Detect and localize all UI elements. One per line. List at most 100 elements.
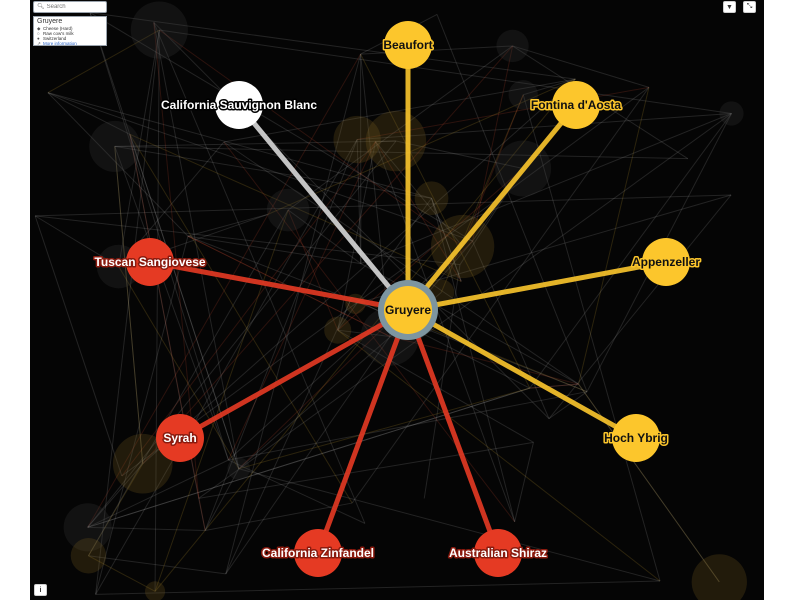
background-node	[112, 433, 173, 494]
background-edge	[514, 442, 534, 522]
node-label: Tuscan Sangiovese	[94, 255, 205, 269]
background-edge	[187, 214, 268, 237]
node-info-panel: Gruyere ◆ Cheese (Hard) ○ Raw cow's milk…	[33, 16, 107, 46]
node-label: California Sauvignon Blanc	[161, 98, 317, 112]
node-label: Beaufort	[383, 38, 432, 52]
node-california-zinfandel[interactable]: California Zinfandel	[260, 529, 376, 577]
info-row-text[interactable]: More information	[43, 41, 77, 46]
background-edge	[89, 12, 229, 461]
background-edge	[88, 209, 289, 556]
background-edge	[47, 29, 160, 94]
background-edge	[375, 141, 464, 247]
edge-hoch-ybrig	[406, 307, 638, 441]
node-circle[interactable]	[126, 238, 174, 286]
background-edge	[375, 140, 396, 143]
background-node	[324, 316, 352, 344]
info-row-category: ◆ Cheese (Hard)	[37, 26, 103, 31]
background-edge	[87, 387, 530, 528]
background-edge	[154, 30, 160, 592]
background-edge	[337, 297, 353, 331]
node-gruyere[interactable]: Gruyere	[378, 280, 438, 340]
background-node	[266, 188, 310, 232]
edge-california-zinfandel	[315, 309, 411, 554]
background-edge	[198, 441, 534, 499]
node-hoch-ybrig[interactable]: Hoch Ybrig	[603, 414, 669, 462]
node-syrah[interactable]: Syrah	[156, 414, 204, 462]
node-circle[interactable]	[384, 21, 432, 69]
location-icon: ●	[37, 36, 40, 41]
background-edge	[88, 555, 226, 575]
background-edge	[287, 209, 362, 264]
info-row-milk: ○ Raw cow's milk	[37, 31, 103, 36]
background-edge	[87, 526, 206, 531]
background-edge	[238, 468, 661, 582]
background-edge	[360, 53, 531, 389]
background-edge	[89, 12, 240, 469]
background-edge	[512, 45, 689, 160]
background-edge	[34, 215, 123, 477]
node-label: Appenzeller	[632, 255, 700, 269]
background-edge	[35, 194, 732, 217]
background-edge	[431, 198, 462, 282]
background-edge	[548, 391, 588, 420]
background-edge	[129, 134, 353, 504]
search-field[interactable]: 🔍︎	[33, 1, 107, 13]
info-title: Gruyere	[37, 18, 63, 25]
background-edge	[287, 45, 513, 211]
info-button[interactable]: i	[34, 584, 47, 596]
node-circle[interactable]	[642, 238, 690, 286]
node-circle[interactable]	[384, 286, 432, 334]
background-edge	[548, 194, 732, 419]
node-beaufort[interactable]: Beaufort	[382, 21, 434, 69]
node-appenzeller[interactable]: Appenzeller	[630, 238, 702, 286]
search-input[interactable]	[44, 2, 107, 12]
background-edge	[118, 266, 240, 470]
background-edge	[114, 140, 396, 147]
background-edge	[35, 215, 461, 266]
background-node	[719, 101, 744, 126]
background-edge	[95, 236, 189, 595]
background-network	[34, 1, 747, 600]
node-tuscan-sangiovese[interactable]: Tuscan Sangiovese	[93, 238, 207, 286]
background-edge	[87, 387, 530, 528]
background-edge	[47, 92, 473, 242]
background-node	[130, 1, 188, 59]
node-label: Fontina d'Aosta	[531, 98, 622, 112]
background-edge	[223, 141, 579, 385]
node-circle[interactable]	[215, 81, 263, 129]
node-circle[interactable]	[612, 414, 660, 462]
background-edge	[287, 209, 339, 331]
background-edge	[154, 209, 289, 592]
background-edge	[337, 197, 432, 331]
background-edge	[142, 45, 513, 465]
node-circle[interactable]	[552, 81, 600, 129]
background-node	[691, 554, 747, 600]
background-edge	[142, 78, 576, 465]
more-information-link[interactable]: ↗ More information	[37, 41, 103, 46]
background-edge	[225, 336, 391, 575]
connection-edges	[149, 45, 667, 554]
background-edge	[153, 22, 240, 469]
node-california-sauvignon-blanc[interactable]: California Sauvignon Blanc	[159, 81, 319, 129]
node-circle[interactable]	[156, 414, 204, 462]
tag-icon: ◆	[37, 26, 41, 31]
background-edge	[431, 198, 462, 282]
background-edge	[129, 134, 206, 531]
node-circle[interactable]	[474, 529, 522, 577]
background-edge	[87, 459, 229, 528]
node-fontina[interactable]: Fontina d'Aosta	[529, 81, 623, 129]
background-edge	[159, 29, 732, 114]
background-edge	[356, 139, 362, 264]
expand-button[interactable]: ⤡	[743, 1, 756, 13]
node-circle[interactable]	[294, 529, 342, 577]
node-australian-shiraz[interactable]: Australian Shiraz	[447, 529, 549, 577]
edge-syrah	[178, 307, 410, 441]
filter-button[interactable]: ▼	[723, 1, 736, 13]
background-edge	[529, 113, 732, 389]
external-link-icon: ↗	[37, 41, 41, 46]
background-edge	[114, 145, 688, 160]
background-edge	[578, 87, 650, 385]
